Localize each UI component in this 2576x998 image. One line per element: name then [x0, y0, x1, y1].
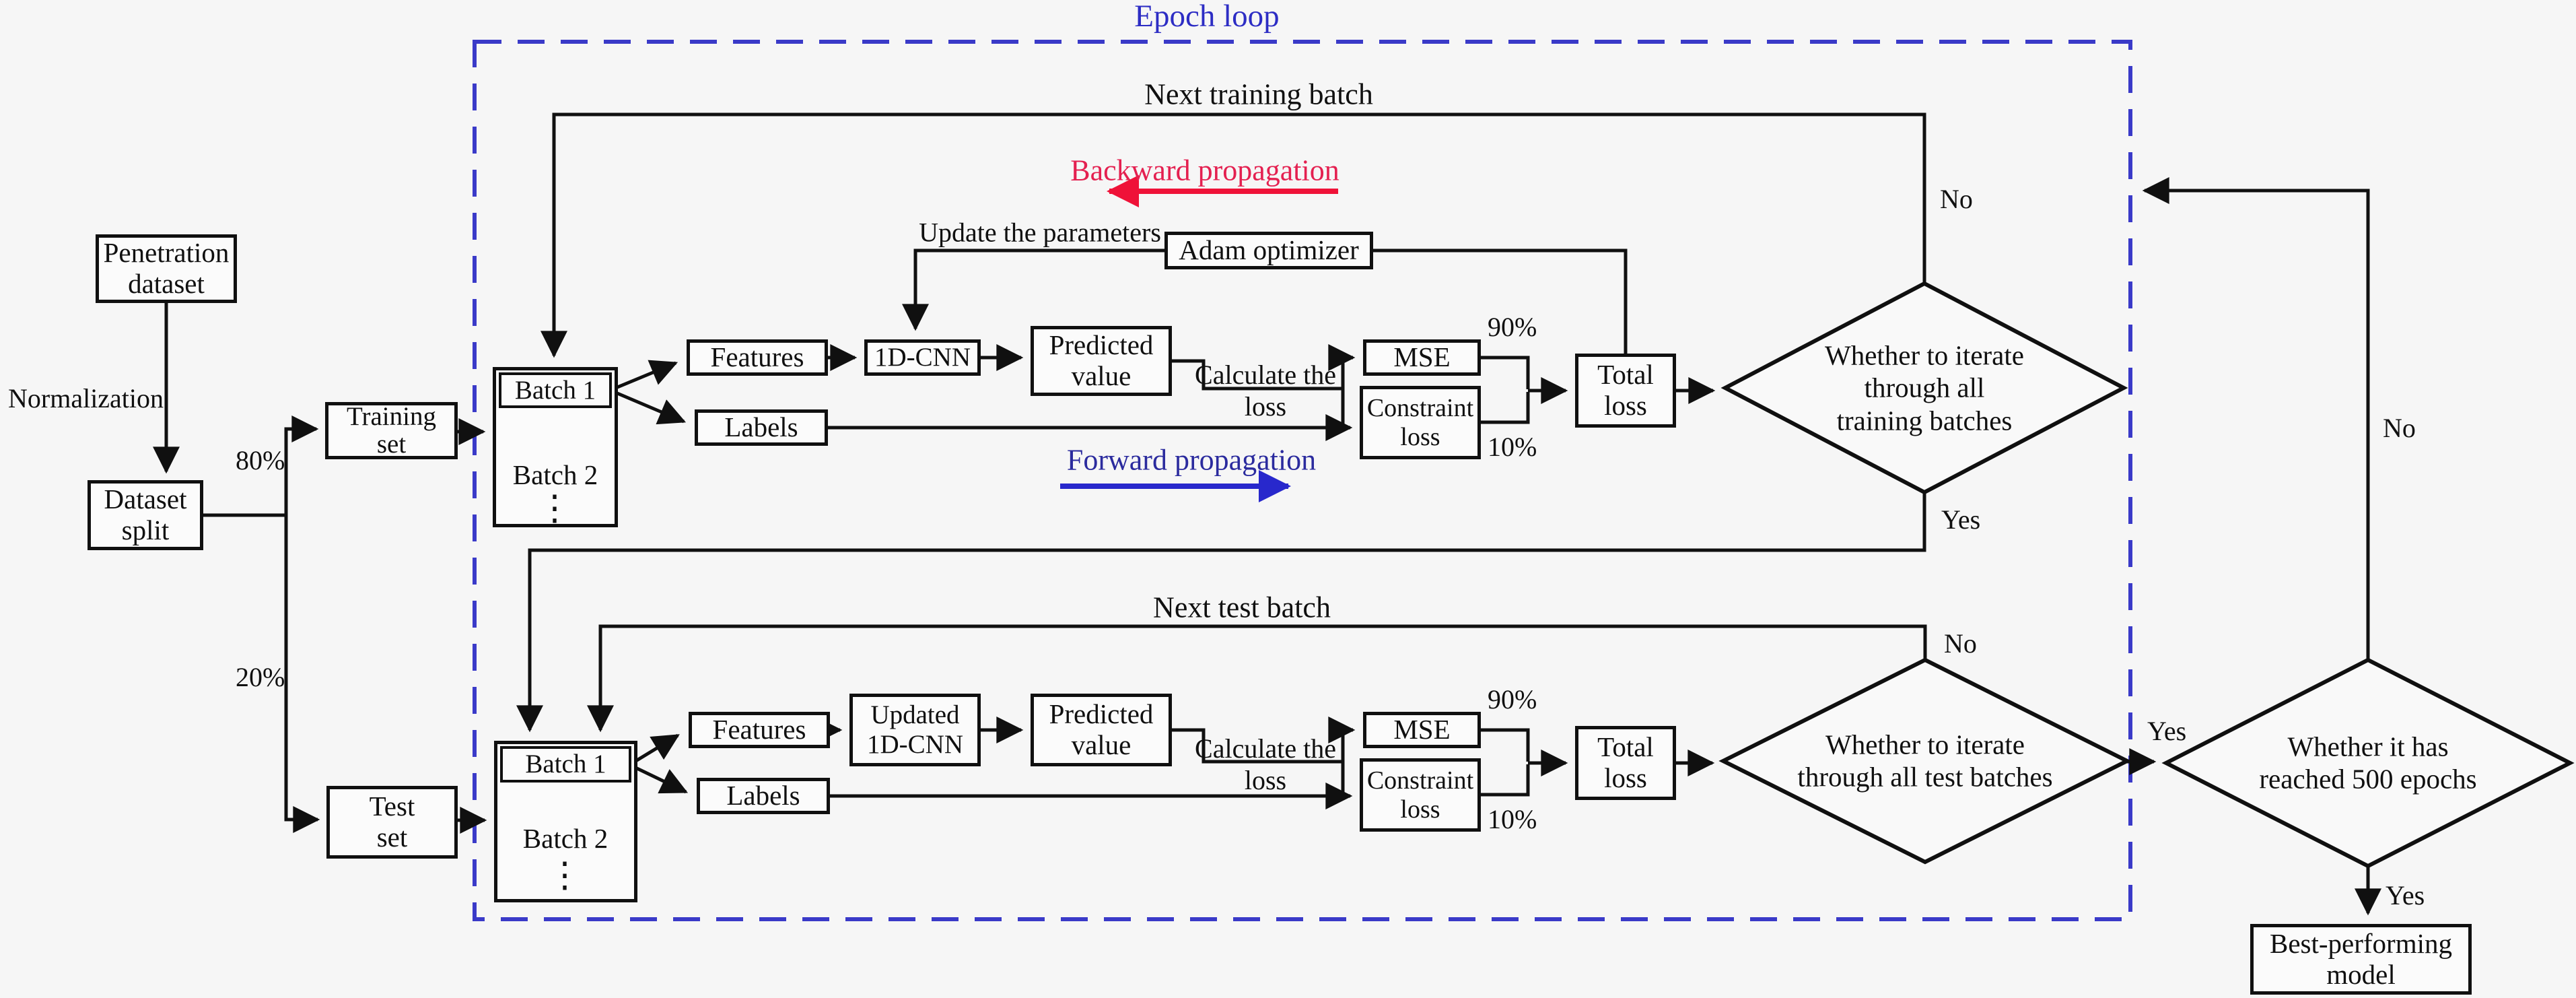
labels-train-box: Labels [695, 409, 828, 446]
calculate-loss-train-label: Calculate the loss [1195, 359, 1336, 422]
test-batch1-box: Batch 1 [500, 746, 631, 783]
pct80-label: 80% [236, 445, 285, 475]
cnn-box: 1D-CNN [864, 339, 981, 376]
training-batch2-label: Batch 2 [512, 459, 598, 490]
next-training-batch-label: Next training batch [1144, 77, 1373, 111]
calculate-loss-test-label: Calculate the loss [1195, 733, 1336, 795]
yes-reached-epochs-label: Yes [2386, 880, 2425, 910]
updated-cnn-box: Updated 1D-CNN [849, 694, 981, 766]
update-parameters-label: Update the parameters [919, 217, 1161, 248]
test-set-box: Test set [326, 786, 458, 859]
total-loss-test-box: Total loss [1575, 726, 1676, 800]
test-batch-ellipsis: ⋮ [547, 857, 584, 895]
decision-diamonds [1718, 281, 2575, 869]
predicted-value-train-box: Predicted value [1031, 326, 1172, 396]
test-batch2-label: Batch 2 [522, 823, 608, 854]
no-iterate-test-label: No [1944, 628, 1977, 659]
yes-iterate-test-label: Yes [2147, 716, 2187, 746]
adam-optimizer-box: Adam optimizer [1164, 232, 1373, 269]
normalization-label: Normalization [8, 383, 164, 413]
diamond-reached-epochs [2161, 657, 2575, 869]
features-test-box: Features [689, 712, 830, 748]
diamond-iterate-training [1720, 281, 2128, 495]
training-batch1-box: Batch 1 [499, 372, 612, 408]
training-batch-ellipsis: ⋮ [537, 490, 573, 528]
pct10-test-label: 10% [1488, 804, 1537, 834]
forward-propagation-label: Forward propagation [1066, 443, 1317, 477]
no-iterate-training-label: No [1940, 184, 1973, 214]
mse-test-box: MSE [1363, 712, 1481, 748]
epoch-loop-title: Epoch loop [1134, 0, 1280, 34]
pct90-test-label: 90% [1488, 684, 1537, 714]
constraint-loss-test-box: Constraint loss [1360, 758, 1481, 832]
labels-test-box: Labels [697, 778, 830, 814]
flow-connectors [153, 112, 2381, 916]
iterate-training-decision-label: Whether to iterate through all training … [1825, 339, 2024, 436]
training-set-box: Training set [325, 402, 458, 459]
features-train-box: Features [687, 339, 828, 376]
backward-propagation-label: Backward propagation [1070, 154, 1339, 187]
predicted-value-test-box: Predicted value [1031, 694, 1172, 766]
best-model-box: Best-performing model [2250, 924, 2472, 995]
iterate-test-decision-label: Whether to iterate through all test batc… [1797, 729, 2053, 793]
penetration-dataset-box: Penetration dataset [96, 234, 237, 303]
epoch-loop-border [473, 40, 2132, 921]
pct20-label: 20% [236, 662, 285, 692]
pct90-train-label: 90% [1488, 312, 1537, 342]
total-loss-train-box: Total loss [1575, 354, 1676, 428]
constraint-loss-train-box: Constraint loss [1360, 386, 1481, 459]
dataset-split-box: Dataset split [88, 480, 203, 550]
yes-iterate-training-label: Yes [1941, 504, 1981, 535]
next-test-batch-label: Next test batch [1153, 591, 1331, 624]
pct10-train-label: 10% [1488, 432, 1537, 462]
mse-train-box: MSE [1363, 339, 1481, 376]
no-reached-epochs-label: No [2383, 413, 2416, 443]
reached-epochs-decision-label: Whether it has reached 500 epochs [2259, 731, 2477, 795]
